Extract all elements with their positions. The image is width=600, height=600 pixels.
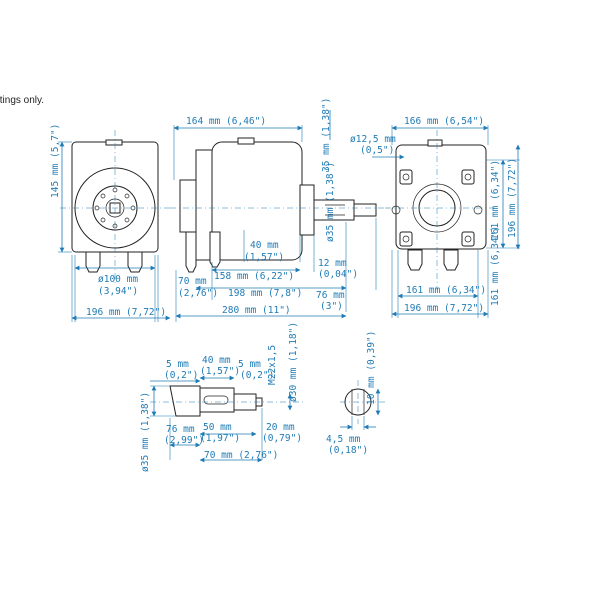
dim-front-height: 145 mm (5,7") xyxy=(50,124,61,198)
dim-shaft-50: 50 mm xyxy=(203,422,232,433)
key-detail xyxy=(340,380,385,424)
dim-key-10: 10 mm (0,39") xyxy=(366,331,377,405)
side-view xyxy=(170,137,390,273)
dim-side-280: 280 mm (11") xyxy=(222,305,291,316)
dim-key-45-in: (0,18") xyxy=(328,445,368,456)
dim-side-198: 198 mm (7,8") xyxy=(228,288,302,299)
dim-shaft-70: 70 mm (2,76") xyxy=(204,450,278,461)
dim-side-12-in: (0,04") xyxy=(318,269,358,280)
key-dims: 10 mm (0,39") 4,5 mm (0,18") xyxy=(326,331,381,456)
dim-front-bore-in: (3,94") xyxy=(98,286,138,297)
clipped-caption: fittings only. xyxy=(0,95,44,106)
front-view xyxy=(60,130,170,285)
dim-rear-width-top: 166 mm (6,54") xyxy=(404,116,484,127)
dim-shaft-40: 40 mm xyxy=(202,355,231,366)
dim-side-12: 12 mm xyxy=(318,258,347,269)
dim-key-45: 4,5 mm xyxy=(326,434,361,445)
dim-rear-w161: 161 mm (6,34") xyxy=(406,285,486,296)
dim-side-158: 158 mm (6,22") xyxy=(214,271,294,282)
dim-shaft-thread: M22x1,5 xyxy=(267,345,278,385)
dim-shaft-5a: 5 mm xyxy=(166,359,189,370)
dim-shaft-5a-in: (0,2") xyxy=(164,370,198,381)
dim-shaft-76-in: (2,99") xyxy=(164,435,204,446)
rear-dims: 166 mm (6,54") ø12,5 mm (0,5") 161 mm (6… xyxy=(350,116,521,318)
dim-side-76: 76 mm xyxy=(316,290,345,301)
shaft-detail xyxy=(150,385,305,417)
shaft-dims: 5 mm (0,2") 40 mm (1,57") 5 mm (0,2") M2… xyxy=(140,322,302,472)
dim-side-70: 70 mm xyxy=(178,276,207,287)
dim-shaft-76: 76 mm xyxy=(166,424,195,435)
dim-shaft-5b: 5 mm xyxy=(238,359,261,370)
dim-shaft-20-in: (0,79") xyxy=(262,433,302,444)
dim-shaft-5b-in: (0,2") xyxy=(240,370,274,381)
dim-rear-w196: 196 mm (7,72") xyxy=(404,303,484,314)
side-dims: 164 mm (6,46") 35 mm (1,38") ø35 mm (1,3… xyxy=(173,98,377,322)
dim-rear-h196: 196 mm (7,72") xyxy=(507,158,518,238)
dim-side-top-right: 35 mm (1,38") xyxy=(321,98,332,172)
dim-shaft-50-in: (1,97") xyxy=(200,433,240,444)
dim-side-40-in: (1,57") xyxy=(244,252,284,263)
dim-rear-hole: ø12,5 mm xyxy=(350,134,396,145)
dim-shaft-dia30: ø30 mm (1,18") xyxy=(288,322,299,402)
dim-front-bore: ø100 mm xyxy=(98,274,138,285)
dim-front-width: 196 mm (7,72") xyxy=(86,307,166,318)
dim-side-70-in: (2,76") xyxy=(178,288,218,299)
dim-side-shaft-dia: ø35 mm (1,38") xyxy=(325,162,336,242)
dim-rear-h161b: 161 mm (6,34") xyxy=(490,226,501,306)
dim-side-40: 40 mm xyxy=(250,240,279,251)
rear-view xyxy=(385,130,495,290)
dim-rear-h161a: 161 mm (6,34") xyxy=(490,160,501,240)
dim-shaft-dia35: ø35 mm (1,38") xyxy=(140,392,151,472)
front-dims: 145 mm (5,7") ø100 mm (3,94") 196 mm (7,… xyxy=(50,124,171,322)
dim-shaft-40-in: (1,57") xyxy=(200,366,240,377)
dim-shaft-20: 20 mm xyxy=(266,422,295,433)
dim-side-76-in: (3") xyxy=(320,301,343,312)
dim-side-width-top: 164 mm (6,46") xyxy=(186,116,266,127)
dim-rear-hole-in: (0,5") xyxy=(360,145,394,156)
